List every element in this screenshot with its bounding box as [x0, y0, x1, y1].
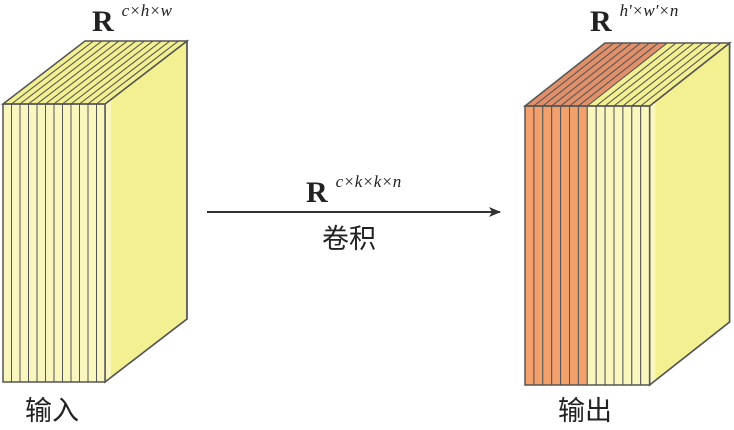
block-front-slice [96, 103, 106, 383]
block-front-slice [604, 105, 615, 386]
block-front-slice [87, 103, 97, 383]
block-front-slice [53, 103, 63, 383]
block-front-slice [560, 105, 570, 386]
output-tensor-block [522, 41, 732, 387]
output-space-dims: h′×w′×n [620, 1, 679, 20]
output-space-symbol: R [590, 5, 612, 38]
block-front-slice [577, 105, 588, 386]
block-front-slice [631, 105, 642, 386]
block-top-outline [0, 40, 190, 105]
block-top-outline [522, 42, 732, 107]
block-front-slice [533, 105, 544, 386]
block-front-slice [613, 105, 624, 386]
block-front-slice [79, 103, 89, 383]
block-front-slice [45, 103, 55, 383]
block-front-slice [569, 105, 579, 386]
block-front-slice [70, 103, 80, 383]
input-tensor-block [0, 39, 190, 384]
output-space-label: R h′×w′×n [590, 1, 678, 38]
input-space-label: R c×h×w [92, 1, 173, 38]
kernel-space-symbol: R [306, 176, 328, 209]
input-label: 输入 [25, 396, 79, 427]
operation-label: 卷积 [322, 224, 376, 255]
input-space-symbol: R [92, 5, 114, 38]
input-space-dims: c×h×w [122, 1, 173, 20]
kernel-space-dims: c×k×k×n [336, 172, 402, 191]
kernel-space-label: R c×k×k×n [306, 172, 401, 209]
block-front-slice [62, 103, 72, 383]
block-front-slice [622, 105, 633, 386]
block-front-slice [542, 105, 553, 386]
block-front-slice [36, 103, 46, 383]
block-front-slice [595, 105, 606, 386]
block-front-slice [19, 103, 29, 383]
block-front-slice [640, 105, 651, 386]
block-front-slice [524, 105, 535, 386]
block-side-band [105, 99, 111, 382]
block-front-slice [586, 105, 597, 386]
block-front-slice [2, 103, 12, 383]
output-label: 输出 [558, 396, 612, 427]
block-front-slice [28, 103, 38, 383]
block-side-band [649, 101, 656, 386]
block-front-slice [11, 103, 21, 383]
block-front-slice [551, 105, 562, 386]
